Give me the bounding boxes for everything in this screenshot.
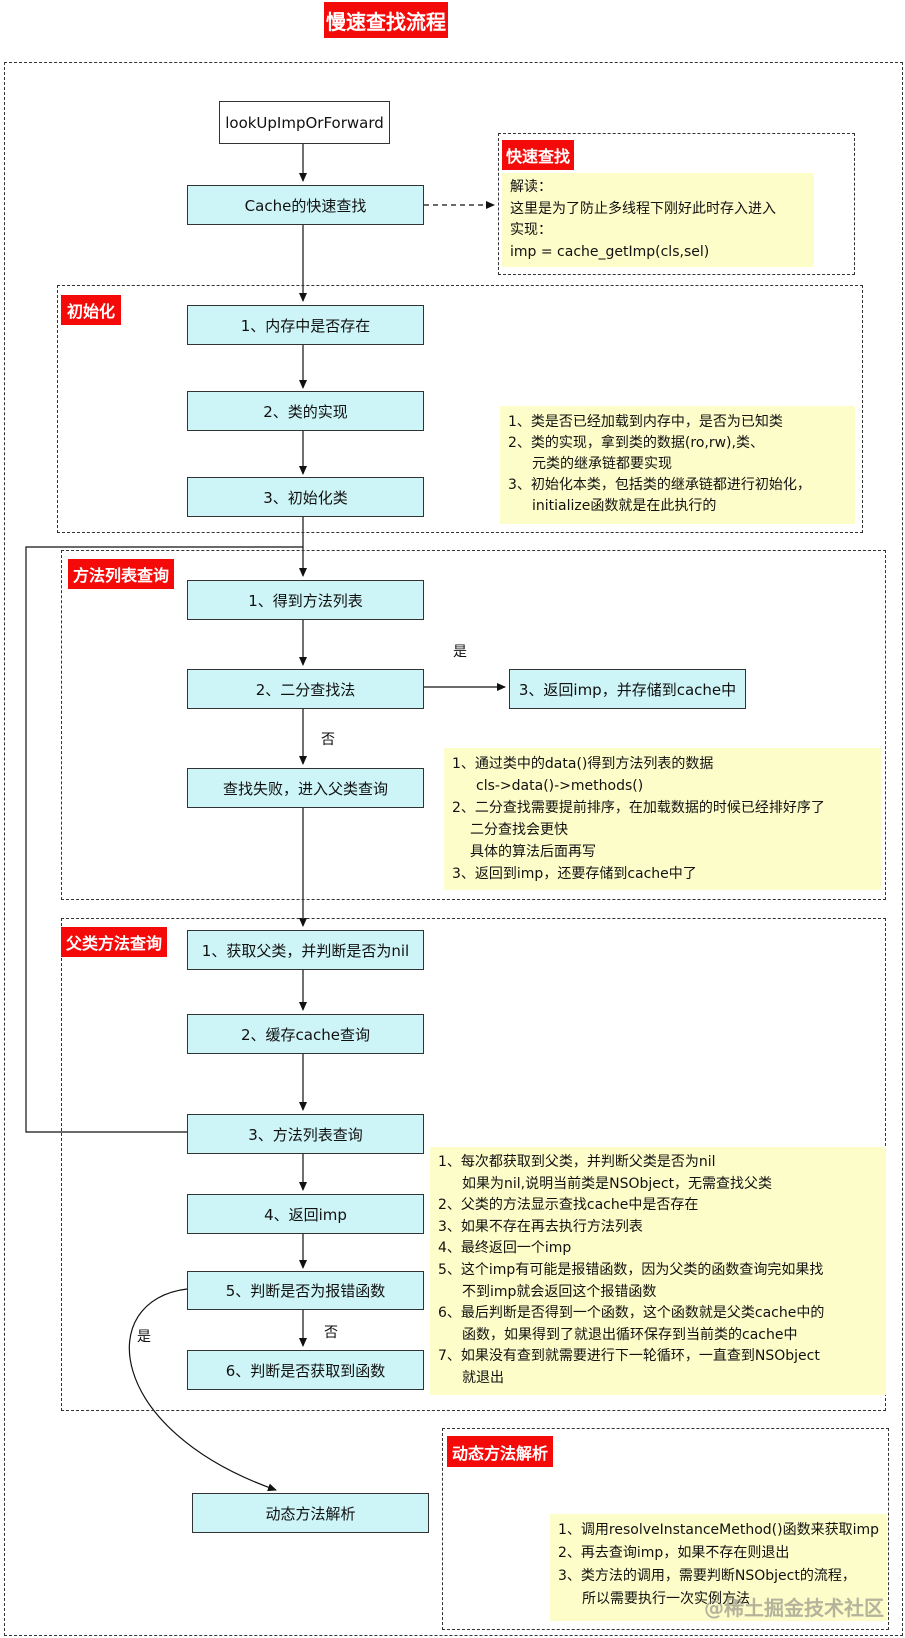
note-dyn-line: 1、调用resolveInstanceMethod()函数来获取imp bbox=[558, 1522, 880, 1538]
section-super-tag: 父类方法查询 bbox=[61, 927, 167, 957]
note-fast-line: 实现： bbox=[510, 222, 552, 238]
node-dynamic: 动态方法解析 bbox=[192, 1493, 429, 1533]
section-method-list bbox=[61, 550, 886, 900]
note-init-line: 3、初始化本类，包括类的继承链都进行初始化， bbox=[508, 477, 811, 493]
note-super: 1、每次都获取到父类，并判断父类是否为nil 如果为nil,说明当前类是NSOb… bbox=[430, 1147, 886, 1395]
node-sp4: 4、返回imp bbox=[187, 1194, 424, 1234]
outer-frame bbox=[4, 62, 903, 1636]
node-sp6: 6、判断是否获取到函数 bbox=[187, 1350, 424, 1390]
node-cache-fast: Cache的快速查找 bbox=[187, 185, 424, 225]
node-init2: 2、类的实现 bbox=[187, 391, 424, 431]
note-sp-line: 5、这个imp有可能是报错函数，因为父类的函数查询完如果找 bbox=[438, 1261, 824, 1278]
section-init bbox=[57, 285, 863, 533]
note-fast-line: 解读： bbox=[510, 179, 552, 195]
node-ml1: 1、得到方法列表 bbox=[187, 580, 424, 620]
note-ml-line: cls->data()->methods() bbox=[476, 778, 644, 794]
node-sp1: 1、获取父类，并判断是否为nil bbox=[187, 930, 424, 970]
note-sp-line: 6、最后判断是否得到一个函数，这个函数就是父类cache中的 bbox=[438, 1305, 825, 1322]
node-init1: 1、内存中是否存在 bbox=[187, 305, 424, 345]
note-dynamic: 1、调用resolveInstanceMethod()函数来获取imp 2、再去… bbox=[550, 1514, 887, 1621]
note-fast: 解读： 这里是为了防止多线程下刚好此时存入进入 实现： imp = cache_… bbox=[502, 173, 814, 267]
note-fast-line: imp = cache_getImp(cls,sel) bbox=[510, 243, 710, 260]
label-yes-1: 是 bbox=[453, 644, 467, 660]
node-ml2: 2、二分查找法 bbox=[187, 669, 424, 709]
node-sp2: 2、缓存cache查询 bbox=[187, 1014, 424, 1054]
note-sp-line: 函数，如果得到了就退出循环保存到当前类的cache中 bbox=[462, 1326, 798, 1343]
note-ml-line: 具体的算法后面再写 bbox=[470, 844, 596, 860]
node-ml-fail: 查找失败，进入父类查询 bbox=[187, 768, 424, 808]
note-ml-line: 2、二分查找需要提前排序，在加载数据的时候已经排好序了 bbox=[452, 800, 825, 816]
note-sp-line: 不到imp就会返回这个报错函数 bbox=[462, 1283, 657, 1300]
note-init: 1、类是否已经加载到内存中，是否为已知类 2、类的实现，拿到类的数据(ro,rw… bbox=[500, 406, 855, 524]
label-no-2: 否 bbox=[324, 1325, 338, 1341]
note-dyn-line: 所以需要执行一次实例方法 bbox=[582, 1591, 750, 1607]
label-no-1: 否 bbox=[321, 732, 335, 748]
edge-loop-back bbox=[25, 546, 303, 1133]
node-sp3: 3、方法列表查询 bbox=[187, 1114, 424, 1154]
note-fast-line: 这里是为了防止多线程下刚好此时存入进入 bbox=[510, 200, 776, 217]
note-sp-line: 就退出 bbox=[462, 1369, 504, 1386]
note-init-line: 元类的继承链都要实现 bbox=[532, 456, 672, 472]
note-dyn-line: 3、类方法的调用，需要判断NSObject的流程， bbox=[558, 1568, 856, 1584]
node-ml-return: 3、返回imp，并存储到cache中 bbox=[509, 669, 746, 709]
note-ml-line: 3、返回到imp，还要存储到cache中了 bbox=[452, 866, 697, 882]
note-sp-line: 1、每次都获取到父类，并判断父类是否为nil bbox=[438, 1154, 716, 1170]
note-sp-line: 如果为nil,说明当前类是NSObject，无需查找父类 bbox=[462, 1175, 773, 1192]
note-sp-line: 2、父类的方法显示查找cache中是否存在 bbox=[438, 1197, 699, 1214]
section-dynamic bbox=[442, 1428, 889, 1630]
note-ml-line: 1、通过类中的data()得到方法列表的数据 bbox=[452, 756, 714, 772]
note-ml-line: 二分查找会更快 bbox=[470, 822, 568, 838]
note-init-line: 1、类是否已经加载到内存中，是否为已知类 bbox=[508, 414, 783, 430]
section-fast bbox=[498, 133, 855, 275]
note-sp-line: 3、如果不存在再去执行方法列表 bbox=[438, 1218, 643, 1235]
note-method-list: 1、通过类中的data()得到方法列表的数据 cls->data()->meth… bbox=[444, 748, 881, 890]
edge-sp5-dynamic bbox=[128, 1288, 277, 1492]
watermark: @稀土掘金技术社区 bbox=[704, 1596, 884, 1620]
node-sp5: 5、判断是否为报错函数 bbox=[187, 1271, 424, 1310]
note-sp-line: 4、最终返回一个imp bbox=[438, 1240, 572, 1257]
note-init-line: initialize函数就是在此执行的 bbox=[532, 498, 717, 514]
note-init-line: 2、类的实现，拿到类的数据(ro,rw),类、 bbox=[508, 435, 764, 451]
label-yes-2: 是 bbox=[137, 1329, 151, 1345]
section-dynamic-tag: 动态方法解析 bbox=[447, 1436, 553, 1467]
node-start: lookUpImpOrForward bbox=[219, 101, 390, 144]
node-init3: 3、初始化类 bbox=[187, 477, 424, 517]
section-fast-tag: 快速查找 bbox=[502, 140, 574, 170]
note-sp-line: 7、如果没有查到就需要进行下一轮循环，一直查到NSObject bbox=[438, 1348, 820, 1365]
section-init-tag: 初始化 bbox=[61, 295, 121, 325]
page-title: 慢速查找流程 bbox=[324, 2, 448, 38]
section-method-list-tag: 方法列表查询 bbox=[68, 559, 174, 589]
note-dyn-line: 2、再去查询imp，如果不存在则退出 bbox=[558, 1545, 790, 1561]
